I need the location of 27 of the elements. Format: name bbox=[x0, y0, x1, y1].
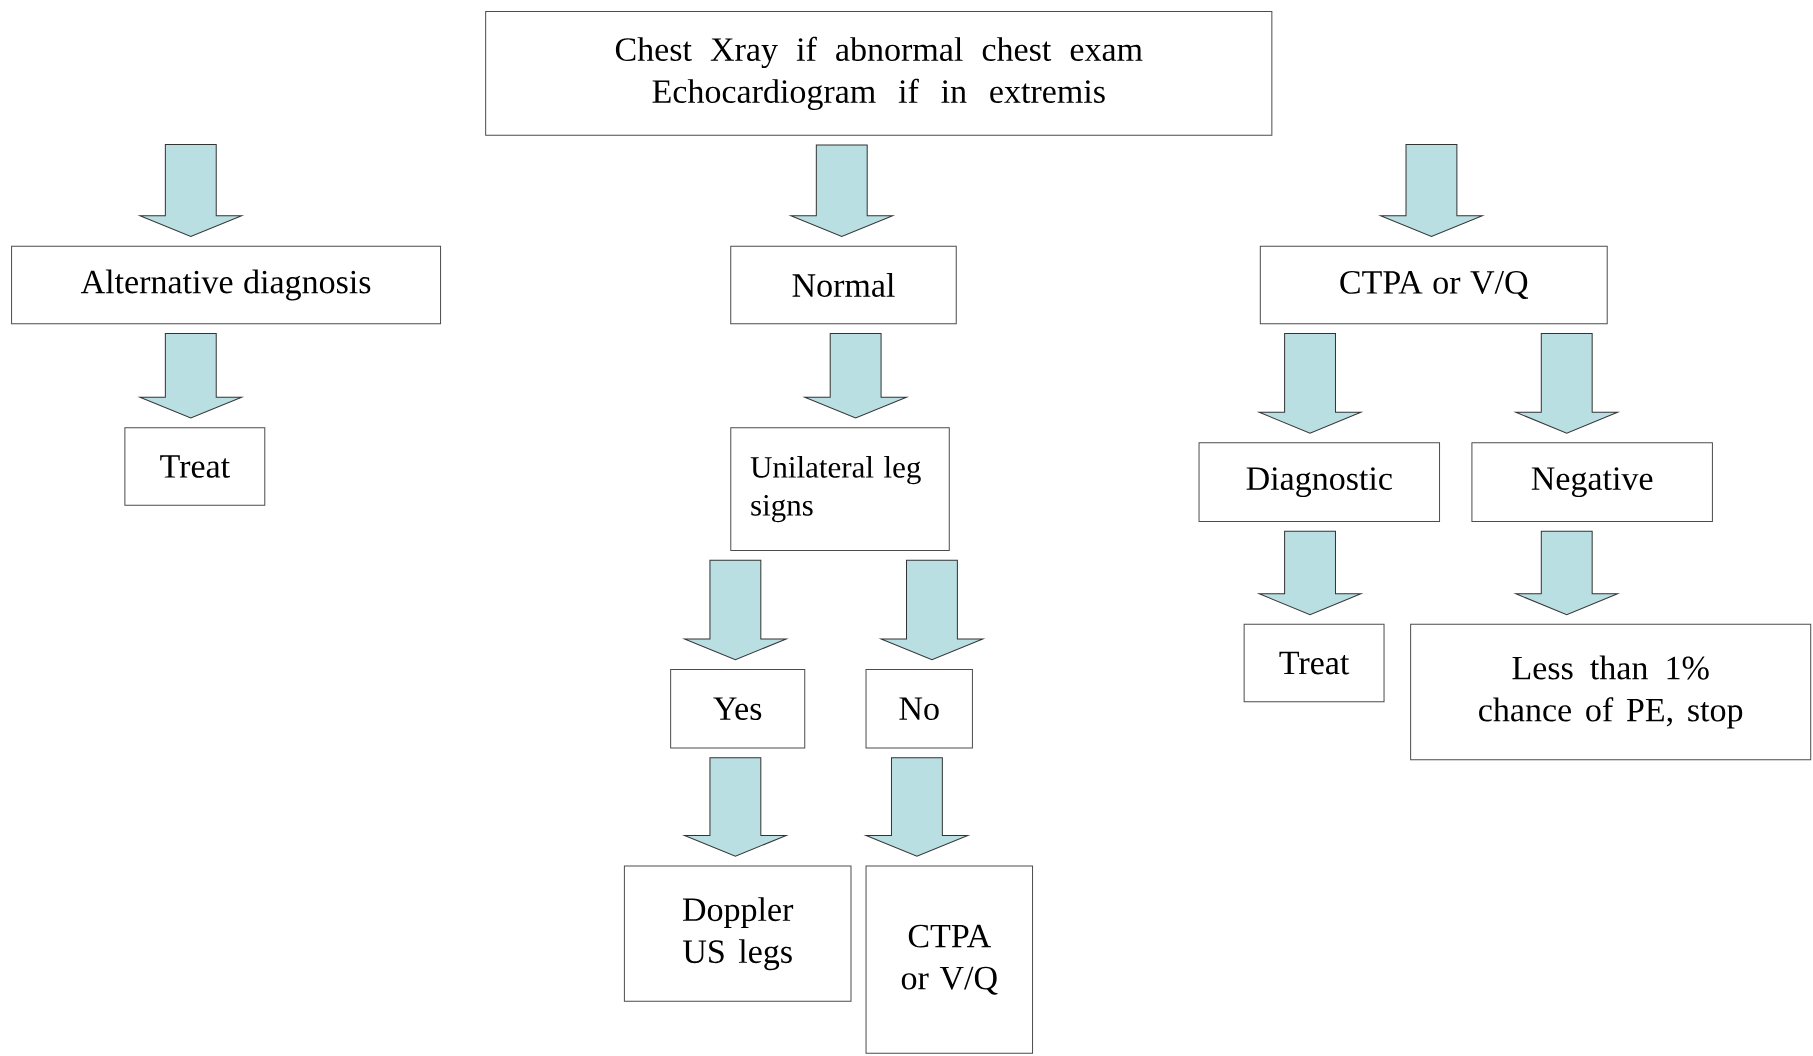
process-box: Negative bbox=[1471, 442, 1713, 523]
block-arrow bbox=[1515, 530, 1619, 616]
process-box: Treat bbox=[1243, 624, 1385, 703]
block-arrow bbox=[865, 757, 969, 857]
process-box: Doppler US legs bbox=[623, 865, 852, 1002]
process-box: Normal bbox=[730, 245, 957, 325]
block-arrow bbox=[1258, 333, 1362, 434]
process-box: CTPA or V/Q bbox=[865, 865, 1034, 1054]
process-box: Unilateral leg signs bbox=[730, 427, 950, 552]
process-box: No bbox=[865, 669, 973, 749]
block-arrow bbox=[684, 559, 787, 661]
process-box: Yes bbox=[670, 669, 806, 749]
block-arrow bbox=[804, 333, 907, 419]
block-arrow bbox=[1515, 333, 1619, 434]
block-arrow bbox=[139, 333, 243, 419]
block-arrow bbox=[684, 757, 787, 857]
process-box: Diagnostic bbox=[1198, 442, 1441, 523]
block-arrow bbox=[880, 559, 984, 661]
block-arrow bbox=[139, 144, 243, 238]
block-arrow bbox=[1380, 144, 1483, 238]
process-box: Treat bbox=[124, 427, 266, 506]
process-box: Chest Xray if abnormal chest exam Echocardiogram if in extremis bbox=[485, 11, 1273, 136]
process-box: Less than 1% chance of PE, stop bbox=[1410, 624, 1812, 761]
process-box: Alternative diagnosis bbox=[11, 245, 442, 325]
block-arrow bbox=[1258, 530, 1362, 616]
process-box: CTPA or V/Q bbox=[1259, 245, 1608, 325]
block-arrow bbox=[790, 144, 894, 238]
